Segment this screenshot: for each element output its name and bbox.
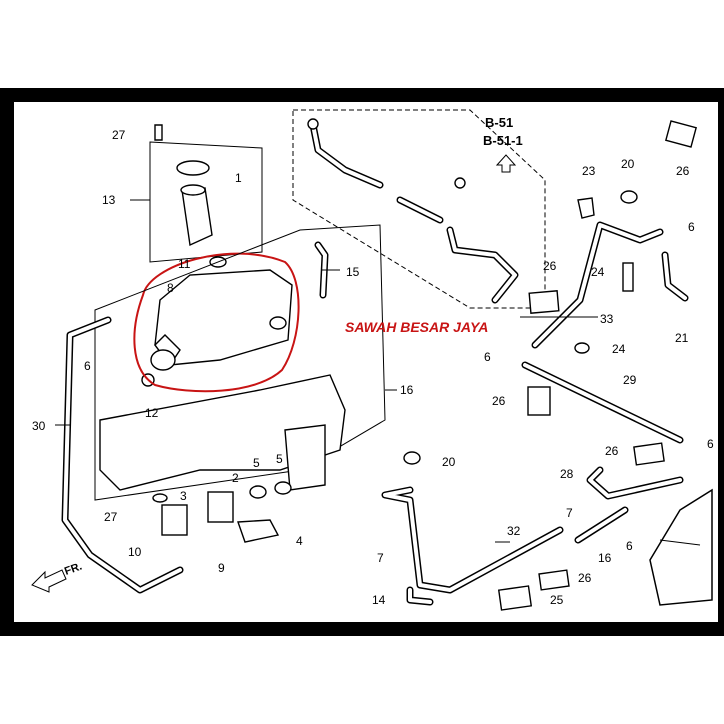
callout-12: 12: [145, 406, 159, 420]
callout-5a: 5: [253, 456, 260, 470]
callout-7b: 7: [566, 506, 573, 520]
callout-24: 24: [591, 265, 605, 279]
callout-26e: 26: [578, 571, 592, 585]
bracket-24: [622, 262, 634, 292]
ref-label-b51-1: B-51-1: [483, 133, 523, 148]
callout-5b: 5: [276, 452, 283, 466]
callout-29: 30: [32, 419, 46, 433]
callout-3: 3: [180, 489, 187, 503]
callout-6a: 6: [84, 359, 91, 373]
callout-28: 28: [560, 467, 574, 481]
pad-26a: [528, 290, 560, 314]
callout-20b: 20: [442, 455, 456, 469]
callout-16: 15: [346, 265, 360, 279]
callout-30: 29: [623, 373, 637, 387]
front-arrow-icon: [31, 569, 67, 593]
highlight-circle: [133, 252, 300, 393]
pump-housing: [284, 424, 326, 491]
filler-cap: [176, 160, 210, 176]
callout-32: 32: [507, 524, 521, 538]
pump-9: [207, 491, 234, 523]
pad-26b: [527, 386, 551, 416]
callout-26b: 26: [492, 394, 506, 408]
callout-1: 1: [235, 171, 242, 185]
direction-label: FR.: [63, 560, 84, 577]
callout-15: 14: [372, 593, 386, 607]
pad-26c: [664, 120, 698, 148]
callout-27b: 27: [104, 510, 118, 524]
callout-2: 2: [232, 471, 239, 485]
callout-8: 8: [167, 281, 174, 295]
ref-label-b51: B-51: [485, 115, 513, 130]
callout-26a: 26: [543, 259, 557, 273]
clip-23: [574, 342, 590, 354]
clamp-22: [577, 197, 595, 219]
callout-25: 25: [550, 593, 564, 607]
filler-box: [149, 141, 263, 263]
grommet-5b: [274, 481, 292, 495]
reservoir-outline: [94, 224, 386, 501]
callout-6d: 6: [707, 437, 714, 451]
nozzle-cap: [307, 118, 319, 130]
callout-26c: 26: [676, 164, 690, 178]
callout-21: 21: [675, 331, 689, 345]
cap-20b: [403, 451, 421, 465]
callout-33: 33: [600, 312, 614, 326]
pad-25: [497, 585, 533, 611]
grommet-5a: [249, 485, 267, 499]
callout-17: 16: [598, 551, 612, 565]
callout-9: 9: [218, 561, 225, 575]
ref-arrow-icon: [495, 154, 517, 173]
callout-6e: 6: [626, 539, 633, 553]
callout-6c: 6: [484, 350, 491, 364]
cap-20a: [620, 190, 638, 204]
bracket-4: [237, 519, 280, 543]
callout-7a: 7: [377, 551, 384, 565]
filler-neck: [181, 187, 213, 247]
callout-11: 11: [178, 257, 191, 271]
pump-10: [161, 504, 188, 536]
callout-27a: 27: [112, 128, 126, 142]
washer-3: [152, 493, 168, 503]
watermark-text: SAWAH BESAR JAYA: [345, 319, 488, 335]
bolt-27: [154, 124, 163, 141]
callout-10: 10: [128, 545, 142, 559]
clip-part: [454, 177, 466, 189]
callout-23: 24: [612, 342, 626, 356]
pad-26d: [633, 442, 665, 466]
callout-13: 13: [102, 193, 116, 207]
callout-6b: 6: [688, 220, 695, 234]
callout-26d: 26: [605, 444, 619, 458]
callout-4: 4: [296, 534, 303, 548]
callout-18: 16: [400, 383, 414, 397]
car-outline: [649, 488, 713, 606]
pad-26e: [538, 569, 570, 591]
callout-20a: 20: [621, 157, 635, 171]
callout-22: 23: [582, 164, 596, 178]
